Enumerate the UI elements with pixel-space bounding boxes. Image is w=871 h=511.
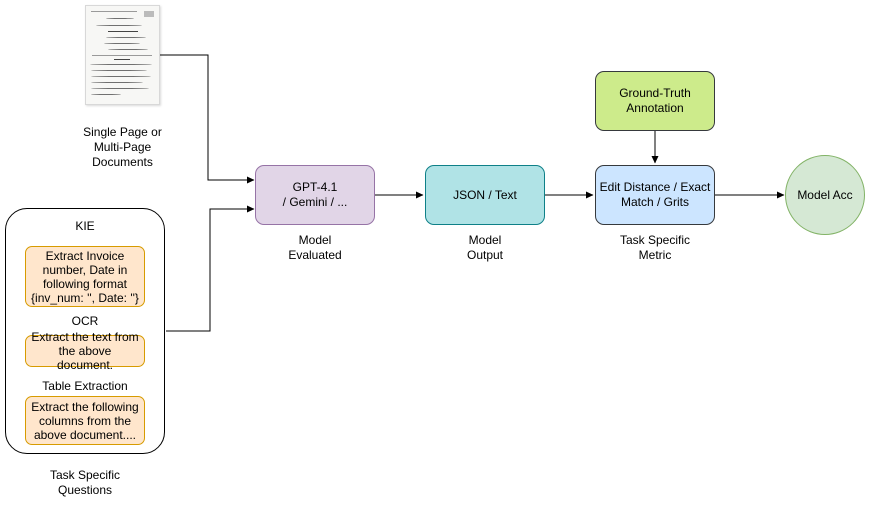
table-extraction-heading: Table Extraction xyxy=(42,379,128,393)
kie-prompt: Extract Invoice number, Date in followin… xyxy=(25,246,145,307)
kie-heading: KIE xyxy=(75,219,95,233)
model-box: GPT-4.1 / Gemini / ... xyxy=(255,165,375,225)
metric-caption: Task Specific Metric xyxy=(619,233,691,262)
arrow-documents-to-model xyxy=(160,54,255,184)
ground-truth-box: Ground-Truth Annotation xyxy=(595,71,715,131)
output-caption: Model Output xyxy=(466,233,504,262)
output-box: JSON / Text xyxy=(425,165,545,225)
questions-caption: Task Specific Questions xyxy=(49,468,121,497)
table-extraction-prompt: Extract the following columns from the a… xyxy=(25,396,145,445)
ocr-heading: OCR xyxy=(71,314,99,328)
documents-label: Single Page or Multi-Page Documents xyxy=(83,125,162,169)
model-caption: Model Evaluated xyxy=(288,233,342,262)
arrow-questions-to-model xyxy=(166,205,255,332)
document-thumbnail-image xyxy=(85,5,160,105)
ocr-prompt: Extract the text from the above document… xyxy=(25,330,145,372)
metric-box: Edit Distance / Exact Match / Grits xyxy=(595,165,715,225)
model-acc-circle: Model Acc xyxy=(785,155,865,235)
